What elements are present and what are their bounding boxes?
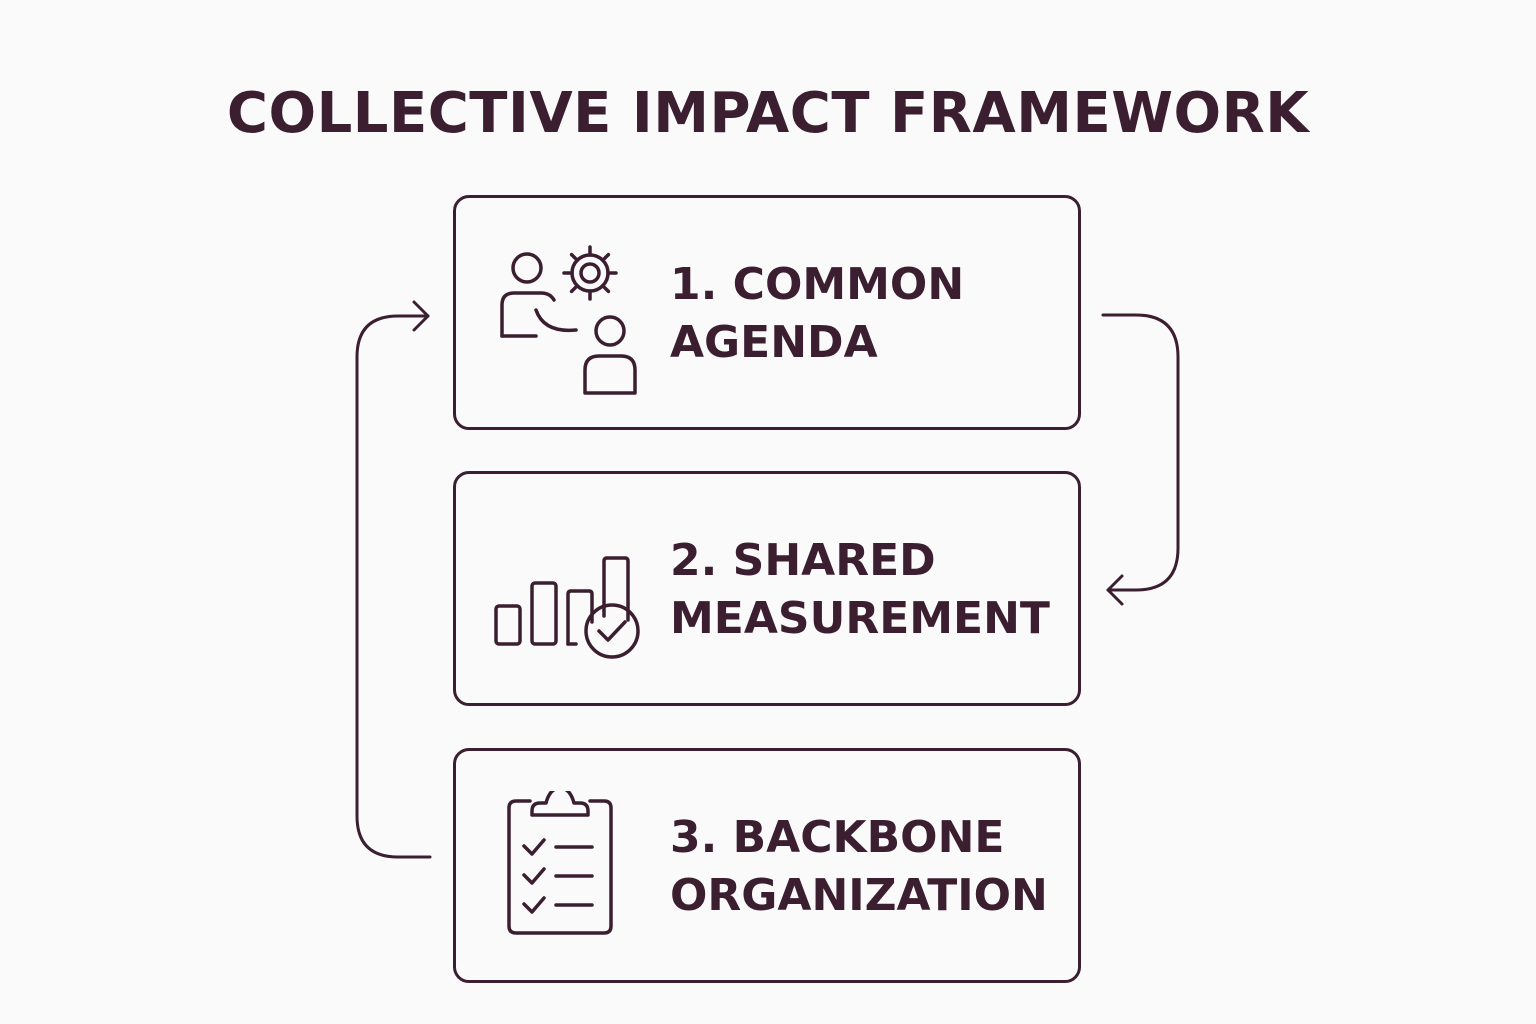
arrow-step1-to-step2 [1101, 313, 1180, 592]
step-card-shared-measurement: 2. SHARED MEASUREMENT [453, 471, 1081, 706]
step-title: 1. COMMON AGENDA [670, 256, 1070, 372]
step-title-line1: 3. BACKBONE [670, 812, 1005, 863]
step-title-line1: 2. SHARED [670, 535, 936, 586]
step-title: 2. SHARED MEASUREMENT [670, 532, 1070, 648]
step-title: 3. BACKBONE ORGANIZATION [670, 809, 1070, 925]
page-title: COLLECTIVE IMPACT FRAMEWORK [226, 81, 1310, 146]
step-card-common-agenda: 1. COMMON AGENDA [453, 195, 1081, 430]
bar-chart-check-icon [494, 556, 640, 659]
step-title-line2: ORGANIZATION [670, 870, 1048, 921]
arrow-step3-to-step1 [355, 314, 432, 859]
step-card-backbone-organization: 3. BACKBONE ORGANIZATION [453, 748, 1081, 983]
arrow-step1-to-step2-head [1106, 574, 1124, 606]
people-gear-icon [500, 245, 637, 395]
step-title-line2: AGENDA [670, 317, 878, 368]
arrow-step3-to-step1-head [412, 300, 430, 332]
clipboard-checklist-icon [507, 791, 613, 935]
step-title-line2: MEASUREMENT [670, 593, 1050, 644]
step-title-line1: 1. COMMON [670, 259, 965, 310]
